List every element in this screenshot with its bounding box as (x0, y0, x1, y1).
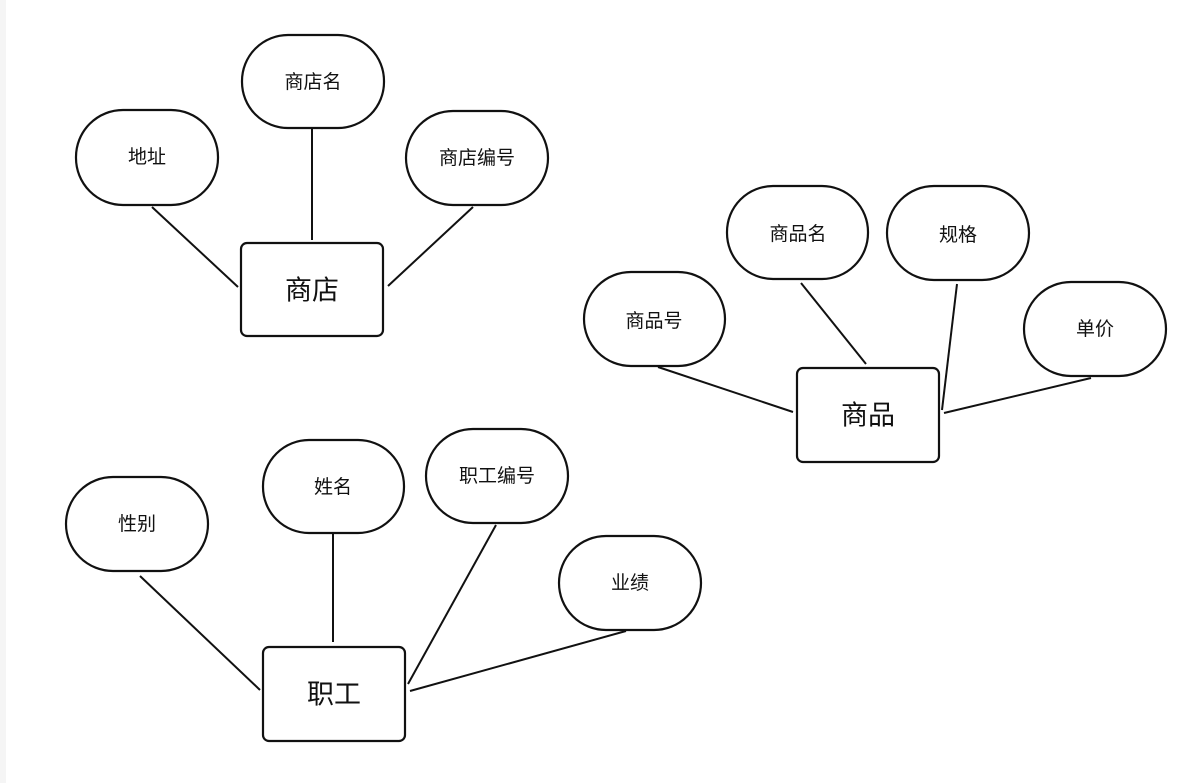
attribute-shop-name-shape (240, 33, 386, 130)
attribute-product-no-label: 商品号 (625, 310, 682, 332)
entity-shop-box (239, 241, 385, 338)
entity-product-label: 商品 (841, 401, 895, 432)
attribute-employee-id-shape (424, 427, 570, 525)
er-diagram-canvas: 商店 地址 商店名 商店编号 商品 商品号 商品名 规格 (64, 33, 1168, 743)
attribute-product-no[interactable]: 商品号 (582, 270, 727, 368)
attribute-address-shape (74, 108, 220, 207)
attribute-unit-price-shape (1022, 280, 1168, 378)
attribute-employee-id-label: 职工编号 (459, 465, 535, 487)
attribute-shop-id-label: 商店编号 (439, 147, 515, 169)
attribute-performance-shape (557, 534, 703, 632)
entity-shop[interactable]: 商店 (239, 241, 385, 338)
attribute-employee-id[interactable]: 职工编号 (424, 427, 570, 525)
attribute-address-label: 地址 (128, 146, 166, 168)
entity-shop-label: 商店 (285, 276, 339, 307)
attribute-shop-name[interactable]: 商店名 (240, 33, 386, 130)
attribute-product-name[interactable]: 商品名 (725, 184, 870, 281)
connector-shop-address (151, 206, 239, 288)
attribute-performance[interactable]: 业绩 (557, 534, 703, 632)
attribute-product-name-label: 商品名 (769, 223, 826, 245)
attribute-spec-shape (885, 184, 1031, 282)
attribute-name[interactable]: 姓名 (261, 438, 406, 535)
entity-employee-box (261, 645, 407, 743)
connectors (139, 127, 1092, 692)
entity-employee[interactable]: 职工 (261, 645, 407, 743)
connector-shop-shop-id (387, 206, 474, 287)
attribute-gender-label: 性别 (118, 513, 156, 535)
connector-employee-performance (409, 630, 627, 692)
attribute-shop-id[interactable]: 商店编号 (404, 109, 550, 207)
entity-employee-label: 职工 (307, 680, 361, 711)
attribute-gender-shape (64, 475, 210, 573)
connector-employee-employee-id (407, 524, 497, 685)
connector-product-unit-price (943, 377, 1092, 414)
attribute-gender[interactable]: 性别 (64, 475, 210, 573)
attribute-spec-label: 规格 (939, 224, 977, 246)
attribute-performance-label: 业绩 (611, 572, 649, 594)
connector-product-spec (941, 283, 958, 411)
connector-product-product-no (657, 366, 794, 413)
attribute-shop-name-label: 商店名 (284, 71, 341, 93)
attribute-name-label: 姓名 (314, 476, 352, 498)
attribute-product-no-shape (582, 270, 727, 368)
connector-employee-gender (139, 575, 261, 691)
entity-product-box (795, 366, 941, 464)
attribute-spec[interactable]: 规格 (885, 184, 1031, 282)
attribute-unit-price-label: 单价 (1076, 318, 1114, 340)
entity-product[interactable]: 商品 (795, 366, 941, 464)
connector-product-product-name (800, 282, 867, 365)
attribute-product-name-shape (725, 184, 870, 281)
attribute-unit-price[interactable]: 单价 (1022, 280, 1168, 378)
attribute-address[interactable]: 地址 (74, 108, 220, 207)
attribute-name-shape (261, 438, 406, 535)
attribute-shop-id-shape (404, 109, 550, 207)
